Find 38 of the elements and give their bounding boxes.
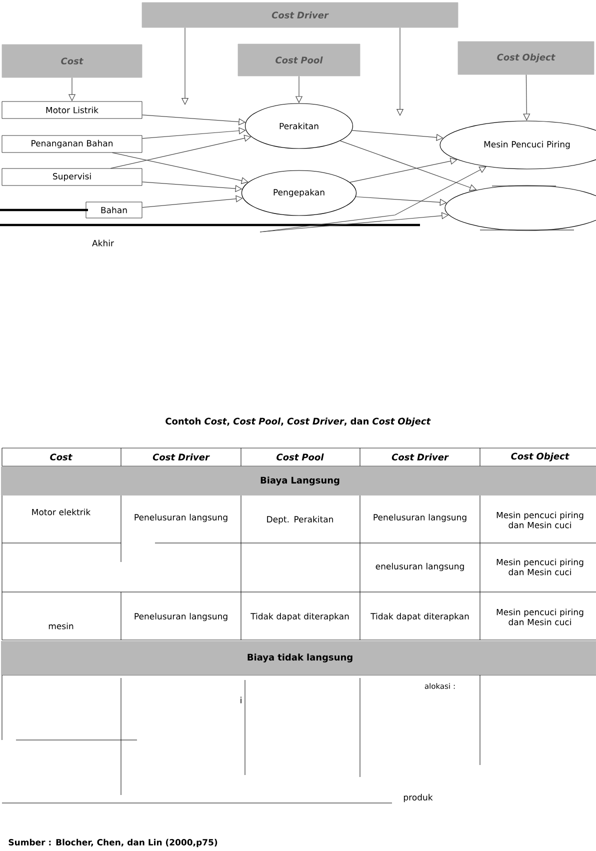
section-band: Biaya tidak langsung xyxy=(1,641,596,675)
header-box: Cost Driver xyxy=(142,2,458,28)
column-header: Cost Driver xyxy=(392,454,449,460)
section-band: Biaya Langsung xyxy=(1,466,596,496)
table-text: Mesin pencuci piring dan Mesin cuci xyxy=(496,558,584,576)
cost-box: Bahan xyxy=(86,202,142,218)
table-text: Penelusuran langsung xyxy=(134,514,228,522)
arrow xyxy=(356,196,447,206)
ellipse-node: Perakitan xyxy=(244,103,354,149)
text-label: Akhir xyxy=(92,240,114,246)
cost-box: Supervisi xyxy=(2,168,142,186)
column-header: Cost xyxy=(50,454,72,460)
table-text: enelusuran langsung xyxy=(376,562,464,572)
table-text: Motor elektrik xyxy=(32,508,91,516)
cost-box: Penanganan Bahan xyxy=(2,135,142,153)
table-text: Mesin pencuci piring dan Mesin cuci xyxy=(496,512,584,528)
table-text: Penelusuran langsung xyxy=(134,612,228,622)
table-text: Penelusuran langsung xyxy=(374,514,466,522)
arrow xyxy=(350,158,458,183)
table-text: produk xyxy=(404,794,433,802)
table-text: Dept. Perakitan xyxy=(267,516,333,524)
source-note: Sumber : Blocher, Chen, dan Lin (2000,p75) xyxy=(8,838,218,848)
cost-box: Motor Listrik xyxy=(2,101,142,119)
column-header: Cost Pool xyxy=(276,454,324,460)
header-box: Cost Object xyxy=(458,41,594,75)
table-text: mesin xyxy=(48,622,74,630)
column-header: Cost Driver xyxy=(152,454,210,460)
table-text: i xyxy=(240,696,242,704)
table-text: Tidak dapat diterapkan xyxy=(250,612,349,622)
arrow xyxy=(142,195,243,208)
table-text: Mesin pencuci piring dan Mesin cuci xyxy=(496,608,584,626)
table-title: Contoh Cost, Cost Pool, Cost Driver, dan Cost Object xyxy=(166,418,431,426)
arrow xyxy=(142,127,246,139)
header-box: Cost xyxy=(2,44,142,78)
table-text: Tidak dapat diterapkan xyxy=(370,612,469,622)
ellipse-node: Pengepakan xyxy=(241,170,357,216)
column-header: Cost Object xyxy=(511,452,570,462)
header-box: Cost Pool xyxy=(238,44,360,76)
